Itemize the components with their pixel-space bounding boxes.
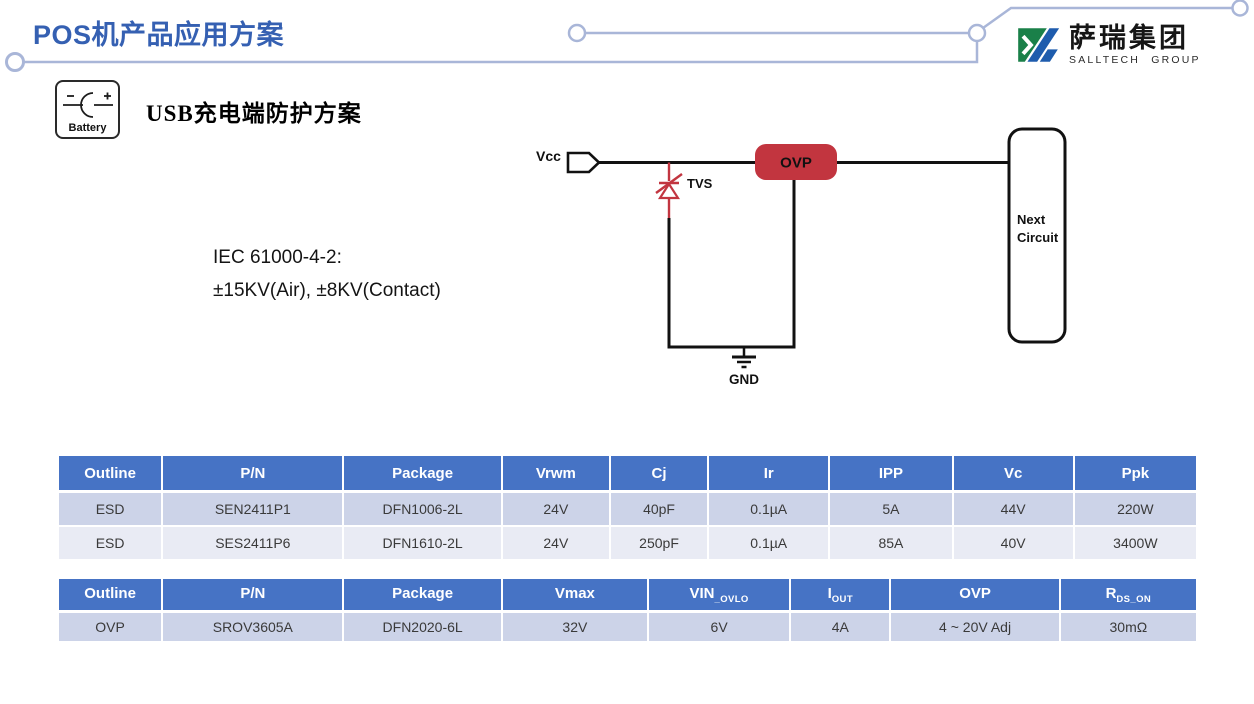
tvs-diode-symbol bbox=[655, 162, 683, 218]
table-cell: 32V bbox=[500, 610, 650, 643]
table-cell: SROV3605A bbox=[161, 610, 345, 643]
column-header: IOUT bbox=[789, 577, 892, 613]
column-header: RDS_ON bbox=[1058, 577, 1199, 613]
table-cell: ESD bbox=[56, 525, 164, 561]
iec-note-line1: IEC 61000-4-2: bbox=[213, 247, 342, 268]
tvs-label: TVS bbox=[687, 176, 713, 191]
table-cell: 44V bbox=[951, 490, 1075, 527]
table-cell: DFN1610-2L bbox=[342, 525, 503, 561]
table-header-row: Outline P/N Package Vmax VIN_OVLO IOUT O… bbox=[56, 577, 1199, 613]
table-cell: 6V bbox=[646, 610, 792, 643]
column-header: Outline bbox=[56, 577, 164, 613]
circuit-diagram: Vcc TVS OVP GND Next Circuit bbox=[536, 127, 1067, 387]
table-cell: 4A bbox=[789, 610, 892, 643]
table-row: OVP SROV3605A DFN2020-6L 32V 6V 4A 4 ~ 2… bbox=[56, 610, 1199, 643]
page-title: POS机产品应用方案 bbox=[33, 20, 285, 50]
column-header: Vmax bbox=[500, 577, 650, 613]
table-cell: 85A bbox=[828, 525, 954, 561]
ovp-spec-table: Outline P/N Package Vmax VIN_OVLO IOUT O… bbox=[56, 577, 1199, 643]
table-cell: ESD bbox=[56, 490, 164, 527]
table-cell: 30mΩ bbox=[1058, 610, 1199, 643]
table-header-row: Outline P/N Package Vrwm Cj Ir IPP Vc Pp… bbox=[56, 454, 1199, 493]
table-cell: 0.1µA bbox=[707, 525, 831, 561]
table-cell: 40V bbox=[951, 525, 1075, 561]
table-cell: 4 ~ 20V Adj bbox=[889, 610, 1061, 643]
decorative-trace-lines bbox=[5, 0, 1249, 72]
table-cell: 40pF bbox=[608, 490, 710, 527]
logo-name-cn: 萨瑞集团 bbox=[1069, 23, 1189, 53]
column-header: Package bbox=[342, 577, 503, 613]
table-cell: OVP bbox=[56, 610, 164, 643]
column-header: Cj bbox=[608, 454, 710, 493]
ovp-label: OVP bbox=[780, 155, 812, 172]
table-cell: 24V bbox=[500, 490, 611, 527]
column-header: VIN_OVLO bbox=[646, 577, 792, 613]
column-header: IPP bbox=[828, 454, 954, 493]
vcc-label: Vcc bbox=[536, 148, 561, 164]
column-header: Vc bbox=[951, 454, 1075, 493]
next-circuit-label-line2: Circuit bbox=[1017, 230, 1059, 245]
table-cell: 220W bbox=[1072, 490, 1199, 527]
logo-name-en: SALLTECH GROUP bbox=[1069, 54, 1201, 66]
table-cell: DFN1006-2L bbox=[342, 490, 503, 527]
iec-note-line2: ±15KV(Air), ±8KV(Contact) bbox=[213, 280, 441, 301]
next-circuit-label-line1: Next bbox=[1017, 212, 1046, 227]
column-header: Outline bbox=[56, 454, 164, 493]
esd-spec-table: Outline P/N Package Vrwm Cj Ir IPP Vc Pp… bbox=[56, 454, 1199, 561]
logo-mark-icon bbox=[1018, 28, 1060, 62]
table-row: ESD SES2411P6 DFN1610-2L 24V 250pF 0.1µA… bbox=[56, 525, 1199, 561]
column-header: OVP bbox=[889, 577, 1061, 613]
gnd-label: GND bbox=[729, 372, 759, 387]
table-cell: DFN2020-6L bbox=[342, 610, 503, 643]
table-cell: 0.1µA bbox=[707, 490, 831, 527]
column-header: Ppk bbox=[1072, 454, 1199, 493]
next-circuit-block bbox=[1007, 127, 1067, 344]
column-header: Package bbox=[342, 454, 503, 493]
table-cell: 3400W bbox=[1072, 525, 1199, 561]
column-header: Vrwm bbox=[500, 454, 611, 493]
battery-icon: Battery bbox=[55, 80, 120, 139]
table-cell: SES2411P6 bbox=[161, 525, 345, 561]
company-logo: 萨瑞集团 SALLTECH GROUP bbox=[1016, 22, 1201, 68]
vcc-input-tag bbox=[566, 151, 601, 174]
ovp-block bbox=[755, 144, 837, 180]
section-heading: USB充电端防护方案 bbox=[146, 101, 362, 126]
gnd-symbol bbox=[732, 348, 756, 369]
table-row: ESD SEN2411P1 DFN1006-2L 24V 40pF 0.1µA … bbox=[56, 490, 1199, 527]
column-header: P/N bbox=[161, 454, 345, 493]
logo-text: 萨瑞集团 SALLTECH GROUP bbox=[1069, 24, 1201, 66]
table-cell: 24V bbox=[500, 525, 611, 561]
column-header: P/N bbox=[161, 577, 345, 613]
battery-label: Battery bbox=[68, 122, 107, 134]
table-cell: SEN2411P1 bbox=[161, 490, 345, 527]
iec-note: IEC 61000-4-2: ±15KV(Air), ±8KV(Contact) bbox=[213, 241, 441, 307]
column-header: Ir bbox=[707, 454, 831, 493]
table-cell: 250pF bbox=[608, 525, 710, 561]
table-cell: 5A bbox=[828, 490, 954, 527]
battery-cell-icon bbox=[62, 92, 113, 118]
